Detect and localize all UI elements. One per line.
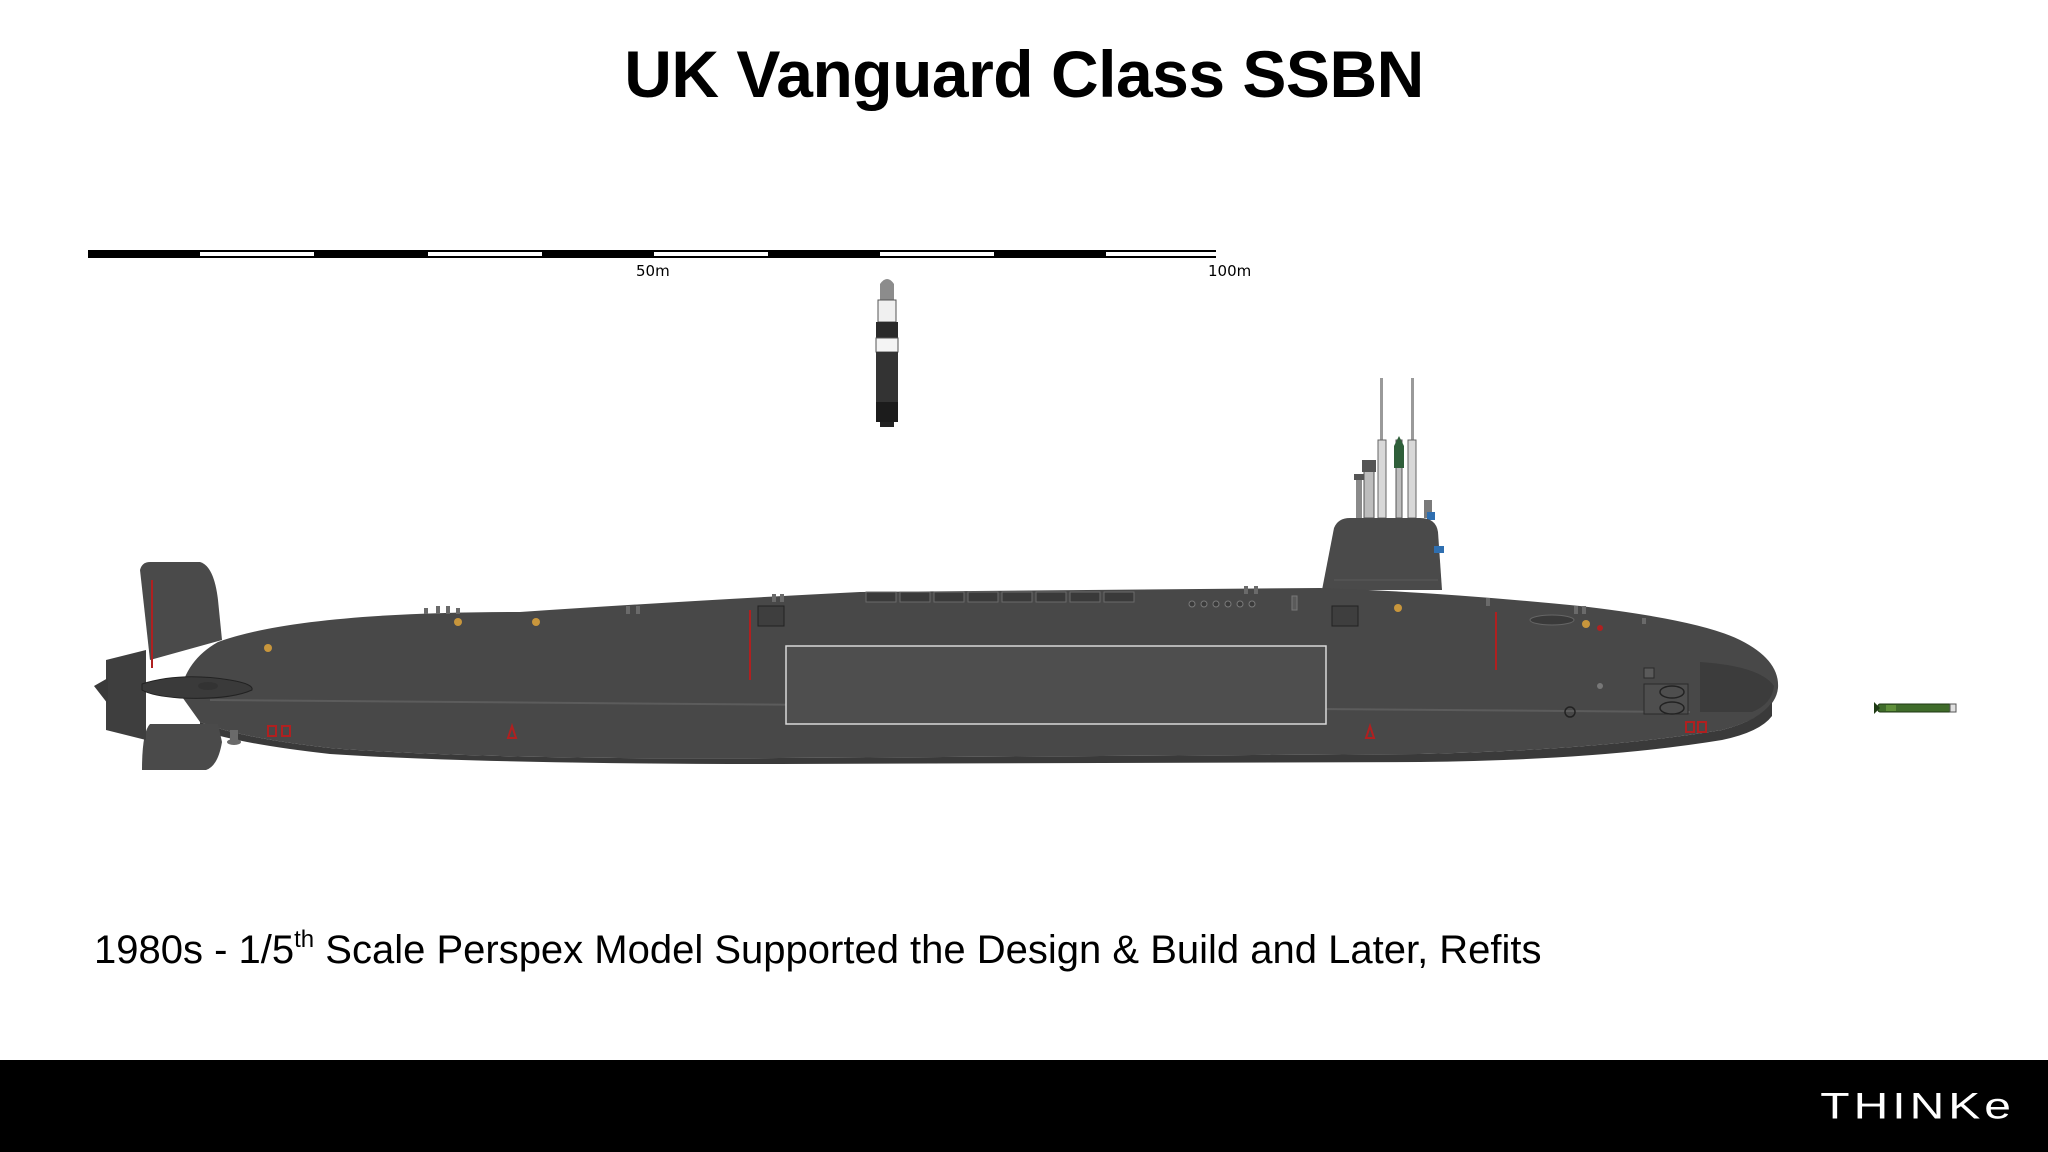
vanguard-submarine-profile-icon bbox=[94, 378, 1779, 770]
scale-label-50m: 50m bbox=[636, 262, 670, 280]
brand-logo: THINKe bbox=[1820, 1085, 2015, 1128]
caption-suffix: Scale Perspex Model Supported the Design… bbox=[314, 928, 1542, 972]
caption-prefix: 1980s - 1/5 bbox=[94, 928, 295, 972]
footer-bar: THINKe bbox=[0, 1060, 2048, 1152]
spearfish-torpedo-icon bbox=[1874, 702, 1957, 714]
slide-caption: 1980s - 1/5th Scale Perspex Model Suppor… bbox=[94, 922, 1542, 978]
caption-superscript: th bbox=[294, 926, 315, 953]
trident-missile-icon bbox=[875, 279, 899, 427]
page-title: UK Vanguard Class SSBN bbox=[624, 37, 1424, 111]
submarine-illustration: 50m 100m bbox=[88, 250, 1957, 770]
scale-label-100m: 100m bbox=[1208, 262, 1251, 280]
scale-bar: 50m 100m bbox=[88, 250, 1251, 280]
